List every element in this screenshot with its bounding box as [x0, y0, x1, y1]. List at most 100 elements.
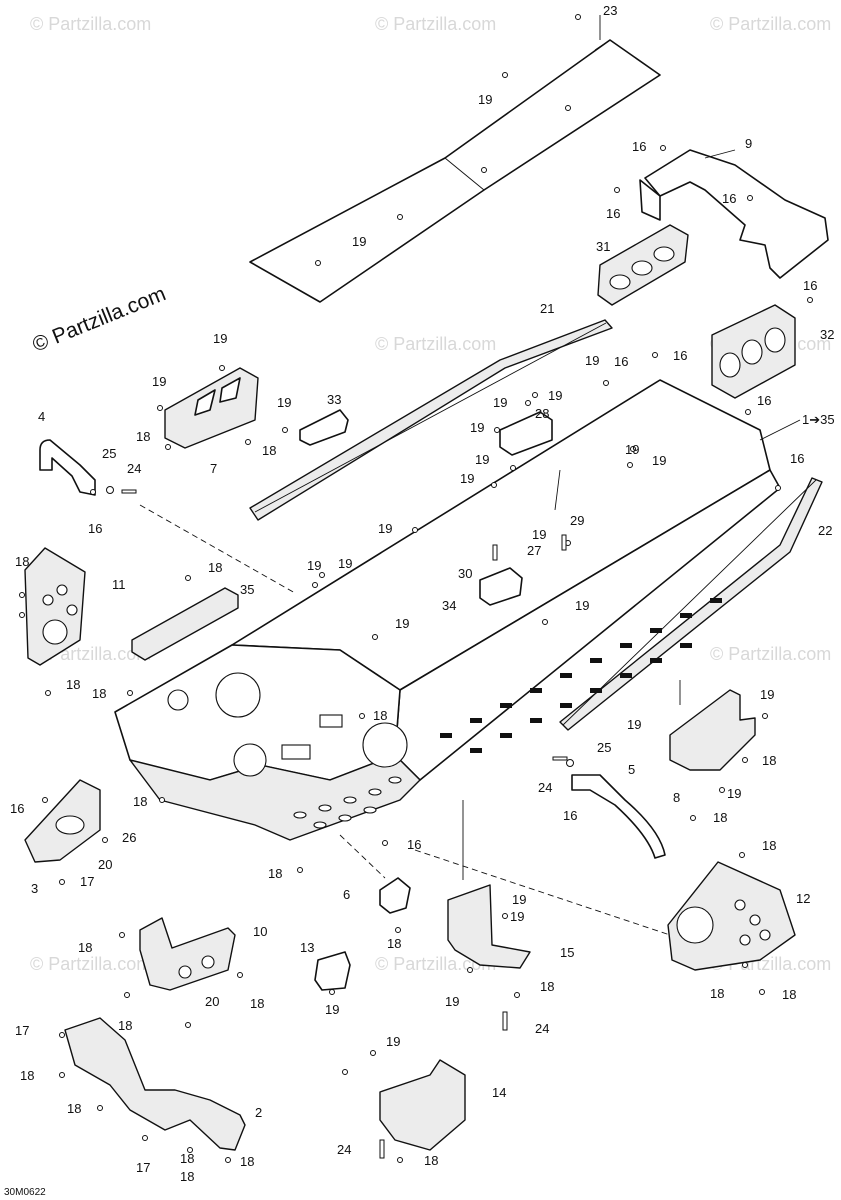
callout-19: 19	[625, 442, 639, 457]
callout-18: 18	[20, 1068, 34, 1083]
footrest-holes	[293, 776, 402, 829]
callout-18: 18	[78, 940, 92, 955]
callout-19: 19	[510, 909, 524, 924]
callout-10: 10	[253, 924, 267, 939]
callout-12: 12	[796, 891, 810, 906]
callout-19: 19	[460, 471, 474, 486]
callout-18: 18	[118, 1018, 132, 1033]
callout-1-35: 1➔35	[802, 412, 835, 427]
callout-3: 3	[31, 881, 38, 896]
callout-24: 24	[538, 780, 552, 795]
callout-19: 19	[532, 527, 546, 542]
bracket-13	[314, 951, 351, 991]
callout-34: 34	[442, 598, 456, 613]
top-cover-plate	[249, 39, 661, 303]
callout-18: 18	[240, 1154, 254, 1169]
callout-6: 6	[343, 887, 350, 902]
bracket-7	[164, 367, 259, 449]
callout-19: 19	[378, 521, 392, 536]
brace-35	[131, 587, 239, 661]
brace-2	[64, 1017, 246, 1151]
callout-27: 27	[527, 543, 541, 558]
drawing-code: 30M0622	[4, 1187, 46, 1198]
callout-23: 23	[603, 3, 617, 18]
callout-33: 33	[327, 392, 341, 407]
bracket-15	[447, 884, 531, 969]
callout-21: 21	[540, 301, 554, 316]
callout-19: 19	[493, 395, 507, 410]
callout-19: 19	[395, 616, 409, 631]
callout-13: 13	[300, 940, 314, 955]
callout-18: 18	[710, 986, 724, 1001]
side-plate-11	[24, 547, 86, 666]
callout-20: 20	[205, 994, 219, 1009]
callout-18: 18	[15, 554, 29, 569]
callout-19: 19	[277, 395, 291, 410]
callout-16: 16	[614, 354, 628, 369]
callout-35: 35	[240, 582, 254, 597]
bracket-6	[379, 877, 411, 914]
handle-5	[571, 774, 666, 859]
left-rail	[249, 319, 613, 521]
watermark: © Partzilla.com	[710, 14, 831, 34]
bracket-33	[299, 409, 349, 446]
tunnel-slots	[440, 598, 722, 753]
support-bracket-31	[597, 224, 689, 306]
callout-28: 28	[535, 406, 549, 421]
callout-18: 18	[208, 560, 222, 575]
callout-19: 19	[386, 1034, 400, 1049]
callout-9: 9	[745, 136, 752, 151]
callout-16: 16	[606, 206, 620, 221]
callout-25: 25	[102, 446, 116, 461]
callout-16: 16	[673, 348, 687, 363]
callout-18: 18	[250, 996, 264, 1011]
callout-18: 18	[66, 677, 80, 692]
callout-19: 19	[445, 994, 459, 1009]
callout-16: 16	[722, 191, 736, 206]
bracket-14	[379, 1059, 466, 1151]
copyright-text: © Partzilla.com	[29, 282, 169, 356]
callout-18: 18	[713, 810, 727, 825]
bracket-10	[139, 917, 236, 991]
callout-4: 4	[38, 409, 45, 424]
callout-19: 19	[512, 892, 526, 907]
fasteners	[19, 14, 813, 1163]
callout-15: 15	[560, 945, 574, 960]
handle-4	[39, 439, 96, 496]
callout-30: 30	[458, 566, 472, 581]
callout-29: 29	[570, 513, 584, 528]
rear-upper-bracket	[639, 149, 829, 279]
callout-17: 17	[15, 1023, 29, 1038]
bracket-8	[669, 689, 756, 771]
callout-19: 19	[627, 717, 641, 732]
callout-22: 22	[818, 523, 832, 538]
callout-24: 24	[535, 1021, 549, 1036]
right-rail	[559, 477, 823, 731]
callout-25: 25	[597, 740, 611, 755]
callout-32: 32	[820, 327, 834, 342]
callout-2: 2	[255, 1105, 262, 1120]
leaders	[139, 15, 801, 936]
callout-18: 18	[92, 686, 106, 701]
callout-18: 18	[373, 708, 387, 723]
callout-5: 5	[628, 762, 635, 777]
watermark: © Partzilla.com	[710, 644, 831, 664]
bracket-3	[24, 779, 101, 863]
callout-16: 16	[407, 837, 421, 852]
callout-19: 19	[478, 92, 492, 107]
callout-17: 17	[136, 1160, 150, 1175]
bracket-28	[499, 411, 553, 456]
callout-19: 19	[338, 556, 352, 571]
callout-18: 18	[387, 936, 401, 951]
callout-16: 16	[757, 393, 771, 408]
callout-18: 18	[133, 794, 147, 809]
callout-18: 18	[136, 429, 150, 444]
watermark: © Partzilla.com	[30, 14, 151, 34]
callout-19: 19	[307, 558, 321, 573]
callout-19: 19	[652, 453, 666, 468]
callout-19: 19	[575, 598, 589, 613]
callout-18: 18	[762, 838, 776, 853]
callout-19: 19	[470, 420, 484, 435]
callout-18: 18	[782, 987, 796, 1002]
